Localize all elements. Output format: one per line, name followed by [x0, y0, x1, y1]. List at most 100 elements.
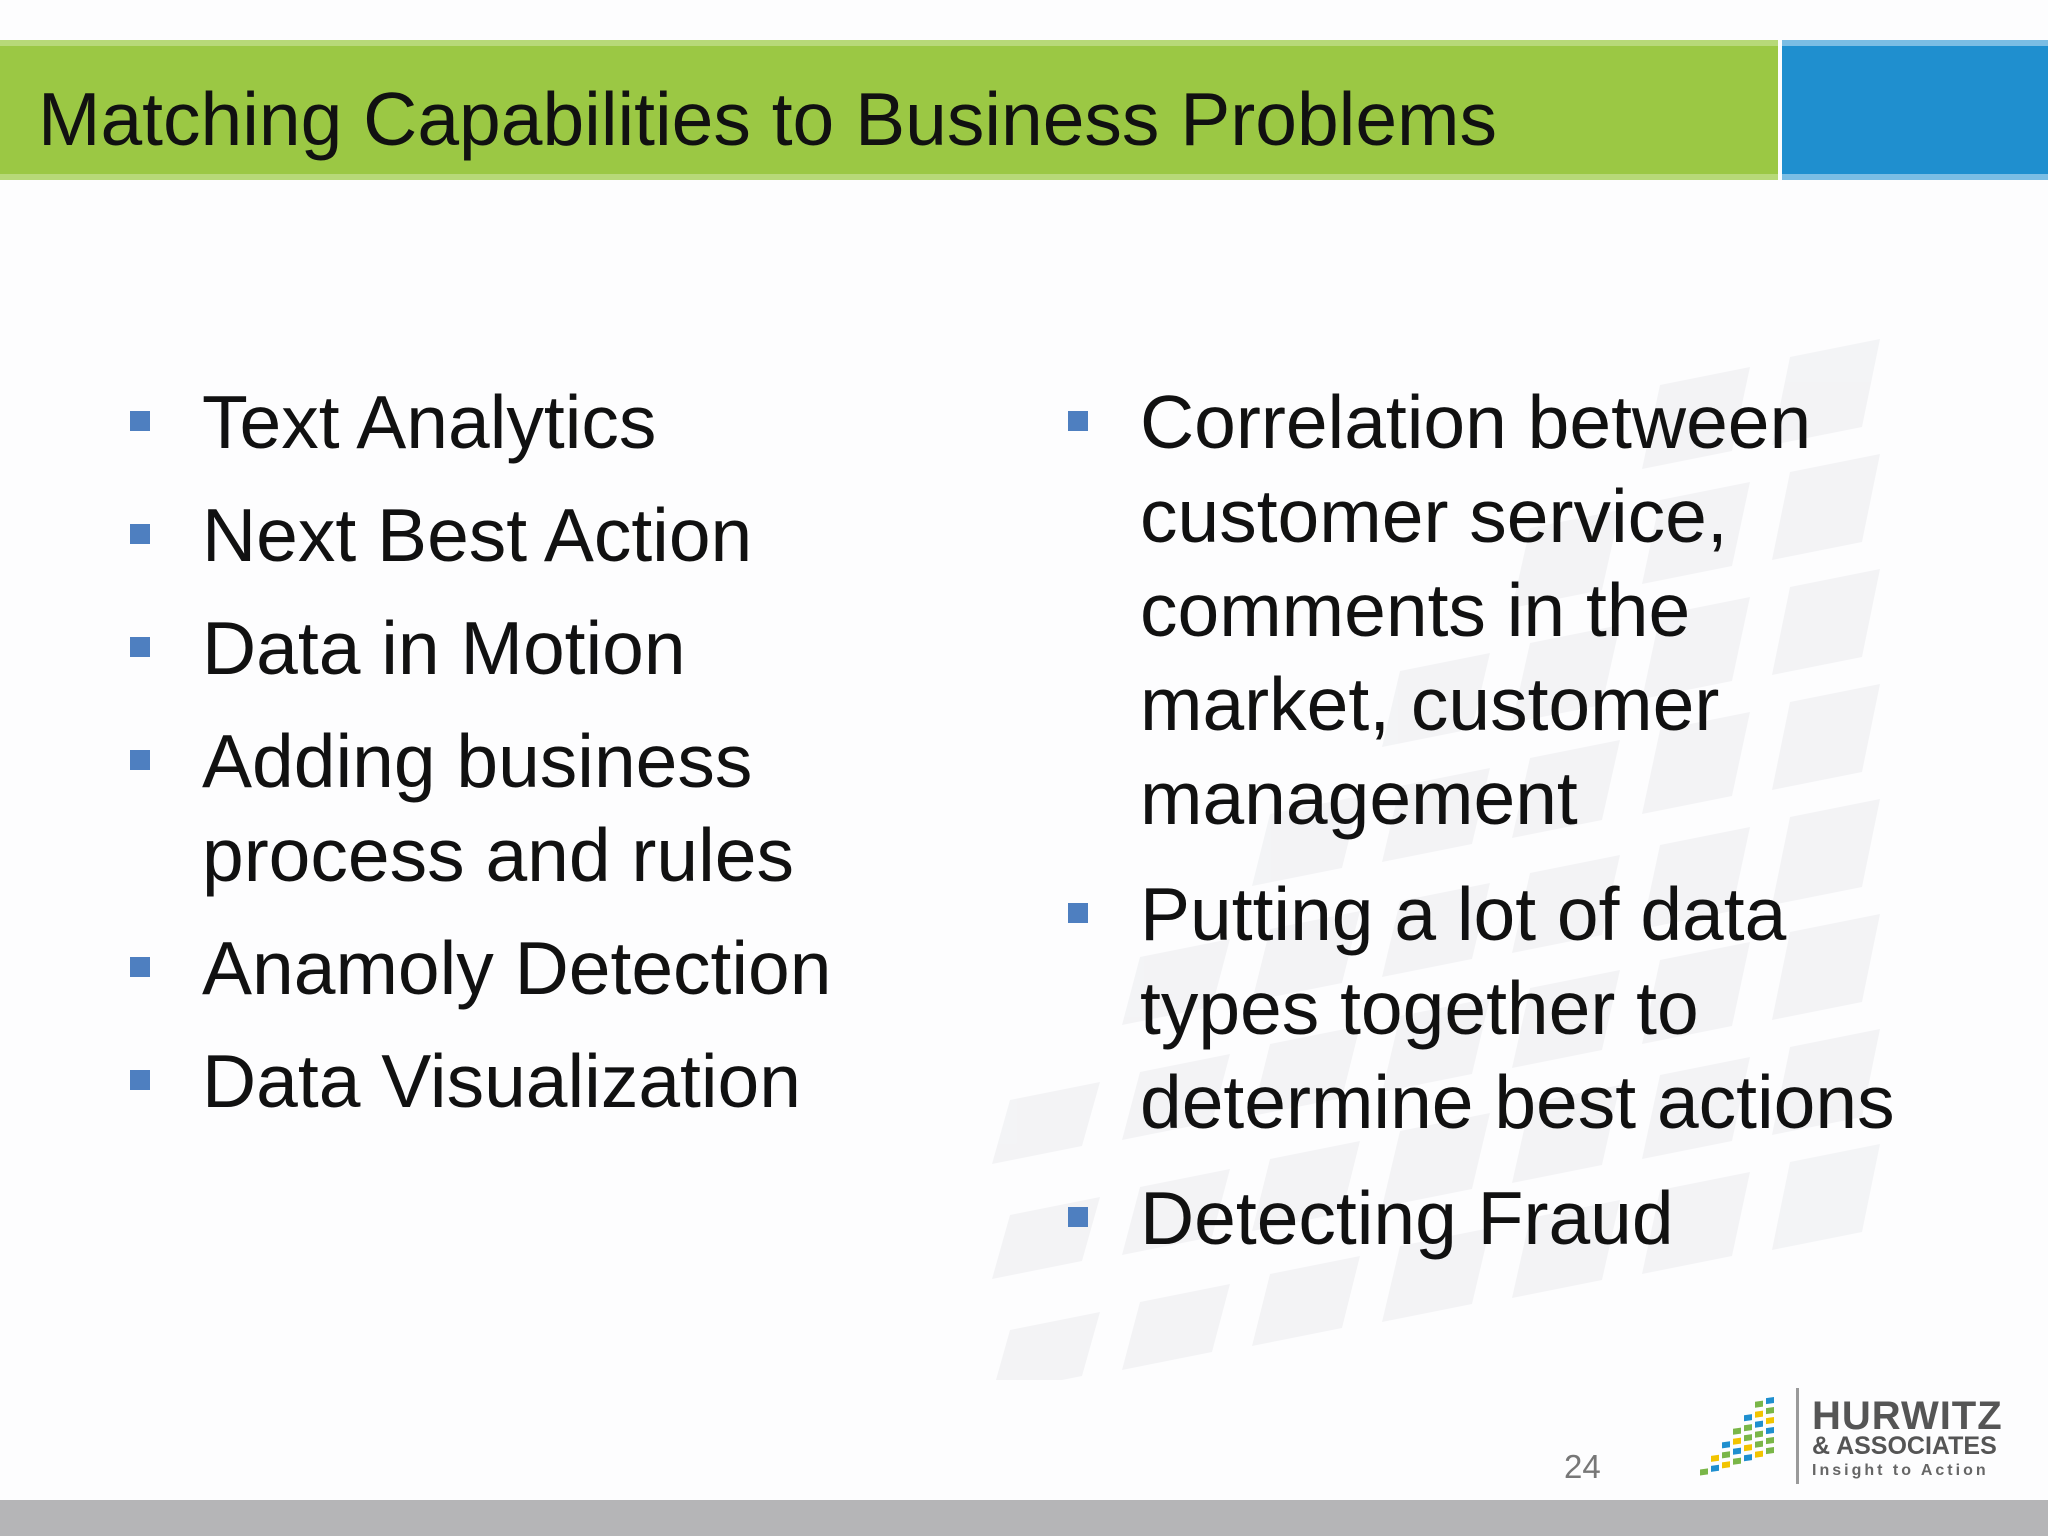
watermark-tile	[1512, 855, 1620, 953]
watermark-tile	[1772, 454, 1880, 560]
watermark-tile	[1512, 740, 1620, 838]
logo-name: HURWITZ	[1812, 1394, 2003, 1438]
logo-tile	[1766, 1417, 1774, 1425]
logo-tile	[1733, 1437, 1741, 1445]
watermark-tile	[1512, 510, 1620, 608]
logo-watermark	[992, 339, 1880, 1380]
logo-tile	[1744, 1414, 1752, 1422]
logo-tile	[1755, 1440, 1763, 1448]
watermark-tile	[1512, 625, 1620, 723]
bullet-marker	[130, 957, 150, 977]
watermark-tile	[1642, 712, 1750, 814]
watermark-tile	[1122, 1284, 1230, 1370]
watermark-tile	[1642, 942, 1750, 1044]
watermark-tile	[1512, 1085, 1620, 1183]
logo-tile	[1733, 1427, 1741, 1435]
footer-bar	[0, 1500, 2048, 1536]
watermark-tile	[1772, 684, 1880, 790]
logo-tile	[1766, 1397, 1774, 1405]
bullet-item: Text Analytics	[128, 375, 928, 469]
bullet-marker	[130, 411, 150, 431]
watermark-tile	[995, 1312, 1100, 1380]
right-bullet-list: Correlation between customer service, co…	[1066, 375, 1926, 1287]
watermark-tile	[1252, 1026, 1360, 1116]
watermark-tile	[992, 1082, 1100, 1164]
bullet-text: Correlation between customer service, co…	[1140, 380, 1812, 840]
bullet-item: Data Visualization	[128, 1034, 928, 1128]
watermark-tile	[1772, 1144, 1880, 1250]
watermark-tile	[1642, 597, 1750, 699]
watermark-tile	[1382, 1228, 1490, 1322]
logo-tile	[1744, 1434, 1752, 1442]
bullet-marker	[1068, 1207, 1088, 1227]
watermark-tile	[1772, 799, 1880, 905]
watermark-tile	[1382, 768, 1490, 862]
logo-tile	[1700, 1468, 1708, 1476]
bullet-marker	[1068, 903, 1088, 923]
logo-tile	[1755, 1430, 1763, 1438]
bullet-marker	[1068, 411, 1088, 431]
logo-tile	[1744, 1444, 1752, 1452]
watermark-tile	[1382, 653, 1490, 747]
watermark-tile	[1252, 1256, 1360, 1346]
watermark-tile	[1252, 911, 1360, 1001]
bullet-text: Next Best Action	[202, 493, 753, 577]
watermark-tile	[1512, 1200, 1620, 1298]
bullet-text: Anamoly Detection	[202, 926, 832, 1010]
bullet-text: Adding business process and rules	[202, 719, 794, 897]
watermark-tile	[1122, 939, 1230, 1025]
logo-tile	[1722, 1461, 1730, 1469]
logo-tagline: Insight to Action	[1812, 1462, 1989, 1479]
watermark-tile	[1512, 970, 1620, 1068]
bullet-item: Data in Motion	[128, 601, 928, 695]
logo-subname: & ASSOCIATES	[1812, 1432, 1997, 1460]
logo-mark-icon	[1700, 1397, 1774, 1476]
watermark-tile	[1252, 796, 1360, 886]
logo-tile	[1766, 1437, 1774, 1445]
logo-tile	[1733, 1447, 1741, 1455]
bullet-marker	[130, 750, 150, 770]
bullet-text: Detecting Fraud	[1140, 1176, 1674, 1260]
watermark-tile	[1772, 914, 1880, 1020]
left-bullet-list: Text Analytics Next Best Action Data in …	[128, 375, 928, 1147]
slide-title: Matching Capabilities to Business Proble…	[38, 77, 1498, 161]
watermark-tile	[1122, 1169, 1230, 1255]
logo-divider	[1796, 1388, 1799, 1484]
company-logo: HURWITZ & ASSOCIATES Insight to Action	[1696, 1388, 2006, 1486]
watermark-tile	[1642, 1057, 1750, 1159]
bullet-text: Data Visualization	[202, 1039, 801, 1123]
watermark-tile	[1772, 1029, 1880, 1135]
watermark-tile	[1382, 1113, 1490, 1207]
bullet-text: Data in Motion	[202, 606, 686, 690]
bullet-item: Next Best Action	[128, 488, 928, 582]
logo-tile	[1744, 1424, 1752, 1432]
watermark-tile	[1642, 367, 1750, 469]
watermark-tile	[1382, 883, 1490, 977]
bullet-item: Correlation between customer service, co…	[1066, 375, 1926, 845]
watermark-tile	[1772, 339, 1880, 445]
logo-tile	[1711, 1454, 1719, 1462]
logo-tile	[1766, 1427, 1774, 1435]
watermark-tile	[1642, 1172, 1750, 1274]
watermark-tile	[1382, 998, 1490, 1092]
logo-tile	[1755, 1420, 1763, 1428]
logo-tile	[1755, 1450, 1763, 1458]
bullet-marker	[130, 524, 150, 544]
logo-tile	[1755, 1410, 1763, 1418]
bullet-item: Putting a lot of data types together to …	[1066, 867, 1926, 1149]
logo-tile	[1722, 1451, 1730, 1459]
bullet-marker	[130, 1070, 150, 1090]
logo-tile	[1766, 1447, 1774, 1455]
watermark-tile	[1252, 1141, 1360, 1231]
watermark-tile	[1772, 569, 1880, 675]
logo-tile	[1733, 1457, 1741, 1465]
watermark-tile	[1122, 1054, 1230, 1140]
bullet-item: Adding business process and rules	[128, 714, 928, 902]
watermark-tile	[1642, 827, 1750, 929]
page-number: 24	[1564, 1448, 1601, 1485]
title-bar	[0, 40, 1778, 180]
logo-tile	[1722, 1441, 1730, 1449]
bullet-text: Text Analytics	[202, 380, 657, 464]
logo-tile	[1766, 1407, 1774, 1415]
